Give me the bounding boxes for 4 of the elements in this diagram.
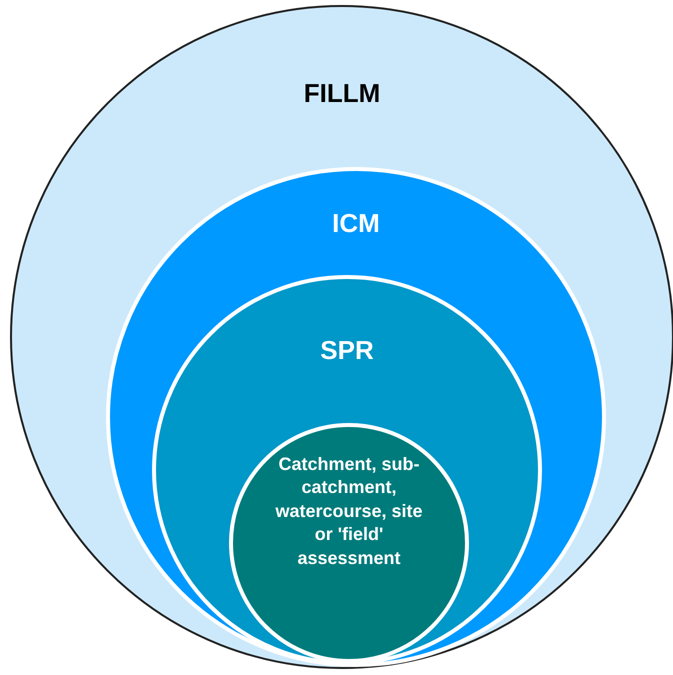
circle-label: Catchment, sub-catchment, watercourse, site or 'field' assessment	[274, 453, 424, 570]
circle-label: SPR	[319, 334, 375, 367]
circle-label: ICM	[331, 207, 381, 240]
circle-label: FILLM	[302, 77, 382, 110]
